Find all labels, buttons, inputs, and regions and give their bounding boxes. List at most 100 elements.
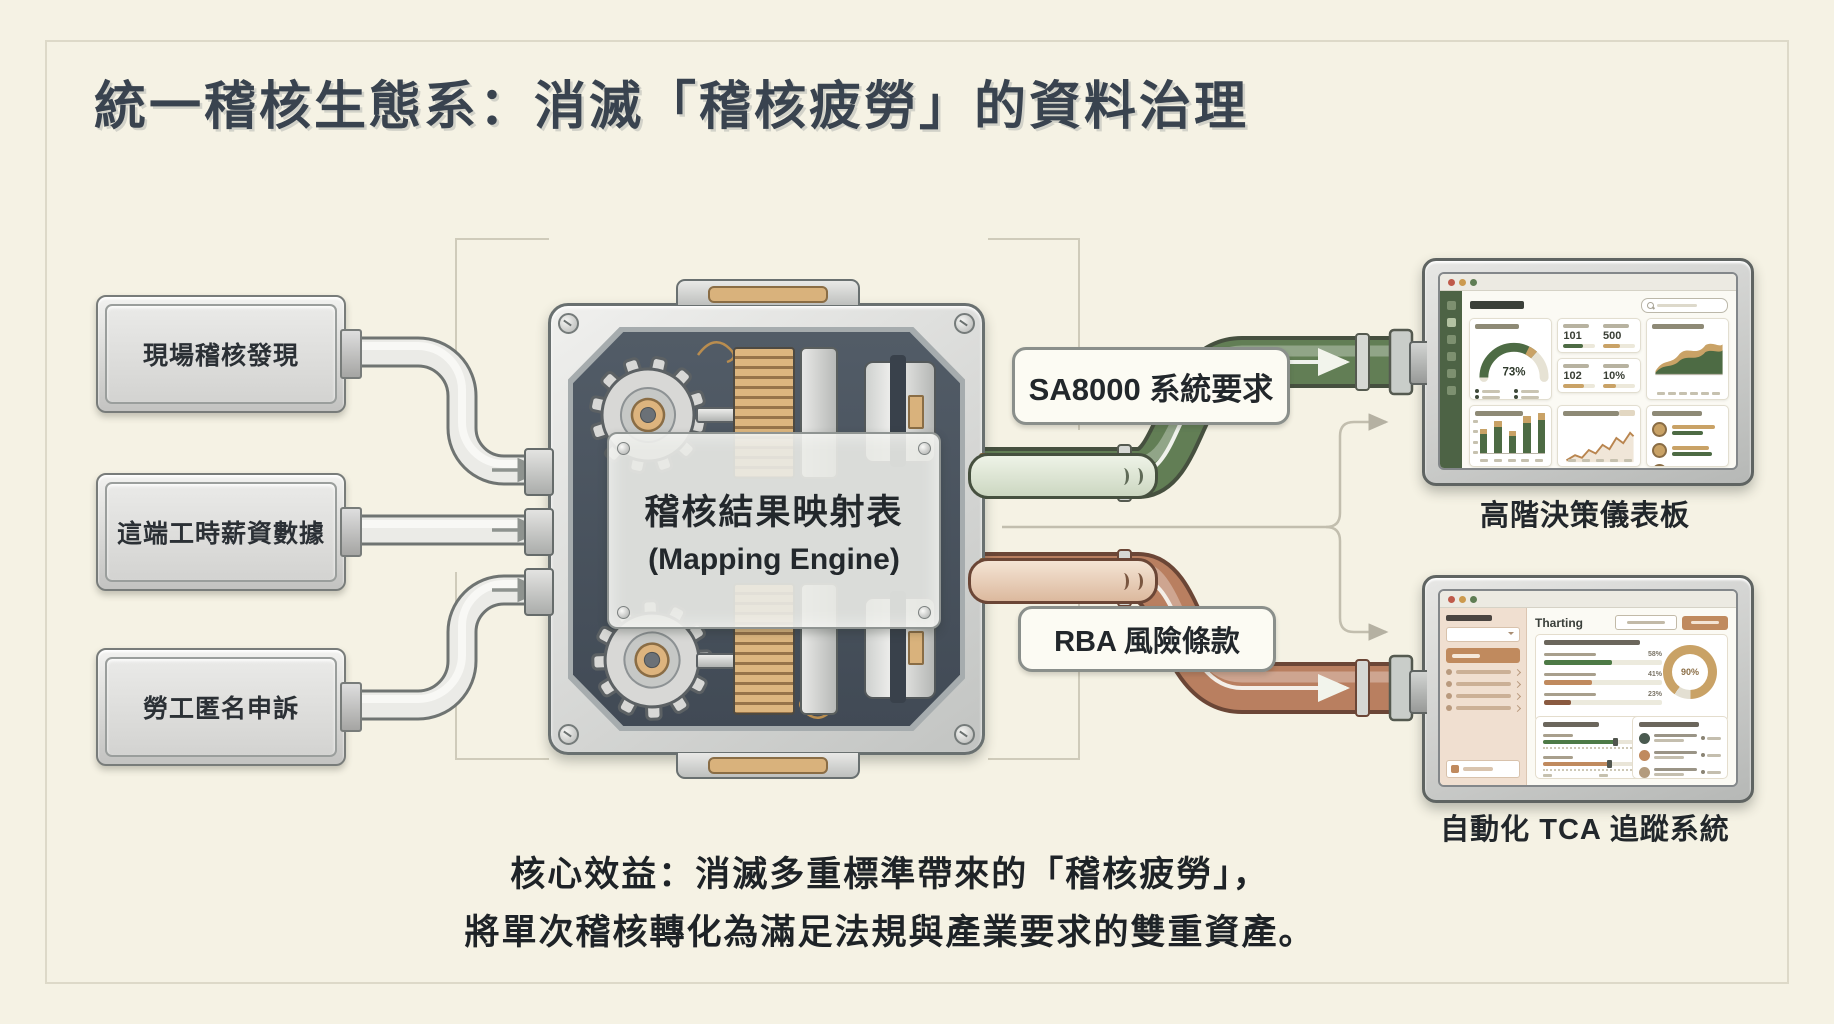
plate-screw <box>918 442 931 455</box>
risk-row <box>1639 732 1721 744</box>
device-caption-top: 高階決策儀表板 <box>1479 500 1690 532</box>
card-title <box>1475 411 1523 417</box>
connector-stub <box>340 682 362 732</box>
routing-line-top <box>1002 413 1389 529</box>
engine-title-zh: 稽核結果映射表 <box>644 493 904 532</box>
status-badge <box>1701 753 1721 757</box>
search-input <box>1641 297 1728 313</box>
sidebar-item <box>1446 704 1522 712</box>
minimize-icon <box>1459 595 1466 603</box>
tca-tracking-app: Tharting 58% 41% <box>1440 608 1736 785</box>
maximize-icon <box>1470 595 1477 603</box>
sidebar-icon <box>1446 318 1456 327</box>
card-title <box>1651 324 1704 329</box>
corner-screw <box>954 724 975 745</box>
gold-insert <box>708 757 828 774</box>
dashboard-title-text <box>1470 301 1524 309</box>
progress-percent: 58% <box>1647 651 1662 658</box>
pipe-window <box>968 453 1158 499</box>
user-chip <box>1446 760 1520 778</box>
search-placeholder <box>1657 303 1697 307</box>
gauge-card: 73% <box>1469 318 1553 401</box>
status-dot <box>1639 732 1650 744</box>
input-pipes <box>352 336 556 721</box>
stat-value: 101 <box>1563 330 1582 342</box>
plate-screw <box>918 606 931 619</box>
insights-card <box>1645 405 1729 467</box>
window-chrome <box>1440 591 1736 608</box>
border-frame <box>45 40 1789 984</box>
input-box-label: 勞工匿名申訴 <box>142 695 299 723</box>
window-tick <box>1118 572 1129 590</box>
card-grid: 73% <box>1469 318 1729 467</box>
status-dot <box>1639 749 1650 761</box>
stat-card: 101 500 <box>1557 318 1641 353</box>
app-title: Tharting <box>1535 615 1583 630</box>
connector-stub <box>340 329 362 379</box>
dashboard-device-top: 73% <box>1409 258 1754 486</box>
input-box-label: 現場稽核發現 <box>142 342 299 370</box>
sidebar-icon <box>1446 352 1456 361</box>
gold-insert <box>708 286 828 303</box>
bar-chart-card <box>1469 405 1553 467</box>
window-tick <box>1118 467 1129 485</box>
card-title <box>1543 722 1599 727</box>
pipe-window <box>968 558 1158 604</box>
insight-icon <box>1651 422 1667 438</box>
box-panel <box>105 657 337 757</box>
blueprint-line <box>455 238 549 430</box>
stat-card: 102 10% <box>1557 358 1641 393</box>
stat-cards: 101 500 <box>1557 318 1641 400</box>
card-title <box>1651 411 1702 417</box>
close-icon <box>1448 278 1455 286</box>
progress-row: 58% <box>1544 651 1662 665</box>
insight-row <box>1651 422 1723 438</box>
card-title <box>1544 640 1640 645</box>
progress-percent: 23% <box>1647 691 1662 698</box>
sidebar <box>1440 608 1527 785</box>
dashboard-main: 73% <box>1462 291 1736 468</box>
legend-item <box>1513 389 1547 393</box>
footer-line-2: 將單次稽核轉化為滿足法規與產業要求的雙重資產。 <box>464 913 1316 952</box>
window-tick <box>1132 572 1143 590</box>
x-axis-ticks <box>1480 458 1544 462</box>
gauge-legend <box>1475 389 1546 399</box>
risk-card <box>1632 716 1728 779</box>
line-chart-card <box>1557 405 1641 467</box>
progress-row: 41% <box>1544 671 1662 685</box>
slider <box>1543 755 1663 771</box>
legend-item <box>1475 389 1508 393</box>
progress-card: 58% 41% 23% <box>1535 634 1728 722</box>
engine-tab-bottom <box>676 753 860 779</box>
insight-icon <box>1651 443 1667 459</box>
bar <box>1508 430 1517 453</box>
sidebar-icon <box>1446 301 1456 310</box>
footer-line-1: 核心效益：消滅多重標準帶來的「稽核疲勞」， <box>510 855 1270 894</box>
status-dot <box>1639 766 1650 778</box>
sidebar-icon <box>1446 386 1456 395</box>
blueprint-line <box>988 238 1080 430</box>
dashboard-device-bottom: Tharting 58% 41% <box>1409 575 1754 803</box>
stat: 500 <box>1603 324 1635 348</box>
filter-dropdown <box>1446 627 1520 642</box>
progress-row: 23% <box>1544 691 1662 705</box>
bar <box>1494 420 1502 453</box>
stat-value: 500 <box>1603 330 1622 342</box>
engine-title-en: (Mapping Engine) <box>648 543 900 576</box>
progress-list: 58% 41% 23% <box>1544 651 1662 711</box>
routing-line-bottom <box>1325 525 1389 641</box>
sidebar-item <box>1446 680 1522 688</box>
stat-value: 10% <box>1603 370 1626 382</box>
input-port <box>524 448 554 496</box>
sidebar-item-active <box>1446 648 1520 663</box>
slider <box>1543 733 1663 749</box>
plate-screw <box>617 442 630 455</box>
bar-chart <box>1480 411 1546 454</box>
area-chart <box>1655 343 1723 376</box>
app-main: Tharting 58% 41% <box>1527 608 1736 785</box>
progress-percent: 41% <box>1647 671 1662 678</box>
sidebar-icon <box>1446 369 1456 378</box>
stat: 102 <box>1563 364 1595 388</box>
box-panel <box>105 304 337 404</box>
